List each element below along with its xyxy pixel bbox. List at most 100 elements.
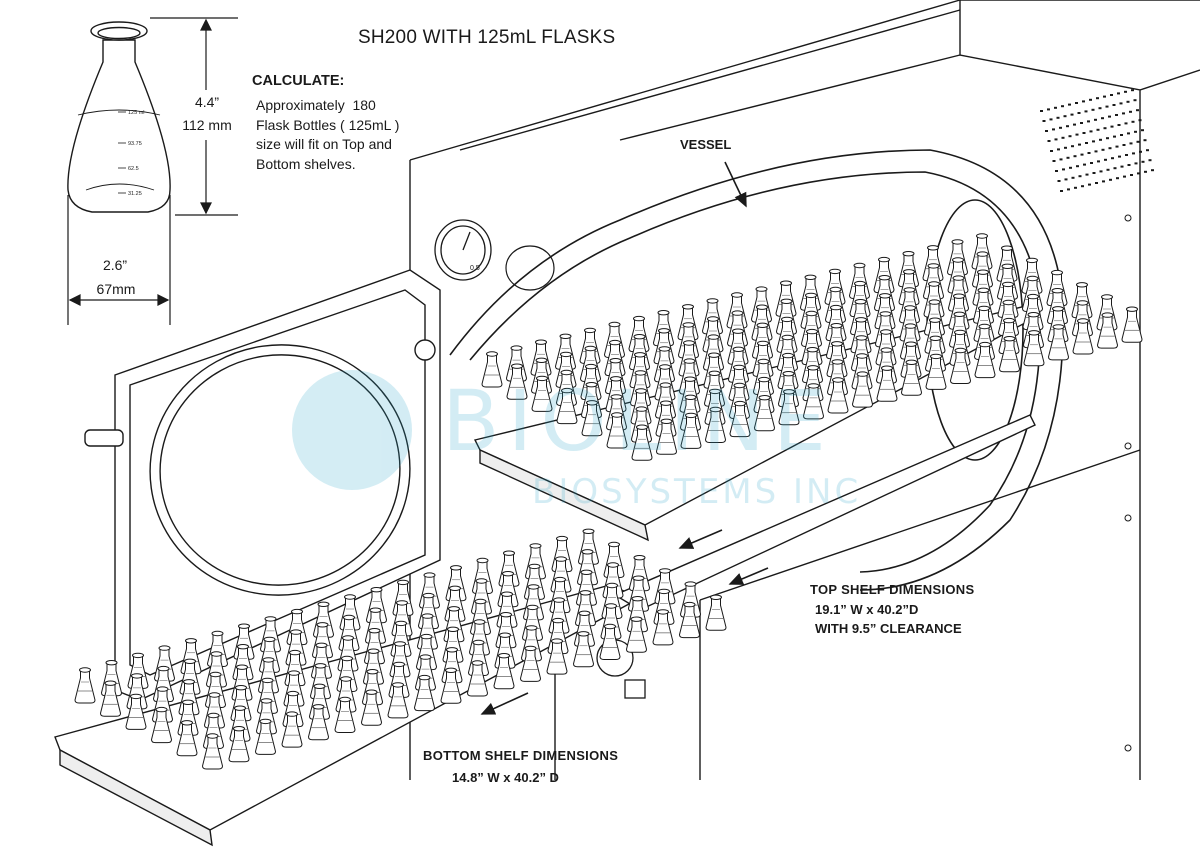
vent-slot (1108, 147, 1112, 150)
calculate-body: Approximately 180 Flask Bottles ( 125mL … (256, 97, 400, 172)
vent-slot (1113, 167, 1117, 170)
vent-slot (1124, 90, 1127, 93)
vent-slot (1073, 155, 1077, 158)
top-shelf-arrow (678, 529, 723, 549)
vent-slot (1108, 115, 1111, 118)
vent-slot (1050, 150, 1053, 152)
vent-slot (1103, 95, 1106, 98)
vent-slot (1132, 152, 1135, 155)
vent-slot (1057, 148, 1060, 151)
vent-slot (1078, 175, 1082, 178)
vent-slot (1094, 118, 1097, 121)
vent-slot (1148, 159, 1152, 162)
flask-graduations: 125 ml 93.75 62.5 31.25 (128, 110, 145, 197)
bottom-shelf-arrow (480, 692, 529, 715)
vent-slot (1064, 178, 1068, 181)
vent-slot (1129, 110, 1132, 113)
vent-slot (1122, 144, 1126, 146)
vent-slot (1049, 118, 1053, 121)
vent-slot (1127, 132, 1130, 135)
vent-slot (1117, 92, 1120, 95)
vent-slot (1063, 115, 1067, 118)
vent-slot (1092, 140, 1095, 143)
vent-slot (1085, 142, 1088, 144)
vent-slot (1083, 163, 1086, 166)
vent-slot (1137, 172, 1140, 175)
vent-slot (1089, 98, 1092, 101)
vent-slot (1071, 176, 1075, 179)
vent-slot (1056, 116, 1060, 119)
vent-slot (1045, 130, 1048, 132)
vent-slot (1101, 148, 1105, 151)
vent-slot (1129, 142, 1133, 145)
flask-height-inches: 4.4” (194, 94, 220, 110)
vent-slot (1078, 143, 1081, 146)
vent-slot (1116, 177, 1119, 180)
vent-slot (1090, 162, 1093, 164)
graduation-93: 93.75 (128, 141, 142, 147)
vent-slot (1066, 125, 1069, 128)
vent-slot (1062, 168, 1065, 171)
vent-slot (1059, 158, 1063, 161)
vent-slot (1067, 188, 1070, 191)
vent-slot (1074, 186, 1077, 189)
rail-arrow (728, 567, 769, 585)
vent-slot (1136, 140, 1140, 143)
flask-width-mm: 67mm (96, 281, 136, 297)
flask (1121, 306, 1143, 343)
vent-slot (1096, 97, 1099, 100)
vessel-pointer (724, 161, 747, 208)
cabinet-screws (1124, 214, 1132, 752)
vent-slot (1069, 166, 1072, 169)
vent-slot (1144, 170, 1147, 173)
vent-slot (1080, 122, 1083, 124)
flask (74, 667, 96, 704)
vent-slot (1082, 100, 1085, 103)
vent-slot (1115, 114, 1118, 116)
vent-slot (1059, 126, 1062, 129)
vessel-label: VESSEL (680, 137, 732, 152)
pressure-gauge: 0.5 (434, 219, 492, 281)
indicator-lights (505, 245, 555, 291)
vent-slot (1091, 108, 1095, 111)
height-dimension (150, 17, 238, 216)
vent-slot (1098, 107, 1102, 110)
vent-slot (1087, 152, 1091, 154)
vent-slot (1092, 172, 1096, 174)
vent-slot (1105, 105, 1109, 108)
top-shelf-clearance: WITH 9.5” CLEARANCE (815, 621, 962, 636)
calculate-heading: CALCULATE: (252, 73, 345, 89)
vent-slot (1054, 138, 1058, 141)
vent-slot (1143, 139, 1147, 142)
vent-slot (1087, 120, 1090, 123)
vent-slot (1076, 165, 1079, 168)
vent-slot (1122, 112, 1125, 115)
vent-slot (1052, 160, 1056, 162)
vent-slot (1134, 130, 1137, 133)
vent-slot (1113, 135, 1116, 138)
vent-slot (1066, 156, 1070, 159)
vent-slot (1106, 168, 1110, 171)
vent-slot (1110, 125, 1114, 128)
top-shelf-size: 19.1” W x 40.2”D (815, 602, 919, 617)
vent-slot (1094, 150, 1098, 153)
vent-slot (1084, 110, 1088, 113)
flask-height-mm: 112 mm (182, 117, 232, 133)
vent-slot (1125, 154, 1128, 156)
vent-slot (1047, 140, 1051, 142)
vent-slot (1130, 174, 1133, 176)
vent-slot (1104, 158, 1107, 161)
vent-slot (1111, 157, 1114, 160)
vent-slot (1151, 169, 1154, 172)
vent-slot (1061, 105, 1064, 108)
graduation-31: 31.25 (128, 191, 142, 197)
vent-slot (1096, 128, 1100, 131)
bottom-shelf-size: 14.8” W x 40.2” D (452, 770, 559, 785)
vent-slot (1061, 136, 1065, 139)
vent-slot (1141, 160, 1145, 163)
reference-flask (67, 21, 171, 213)
vent-slot (1040, 110, 1043, 112)
vent-slot (1047, 108, 1050, 111)
vent-slot (1057, 180, 1061, 182)
vent-slot (1120, 165, 1124, 168)
